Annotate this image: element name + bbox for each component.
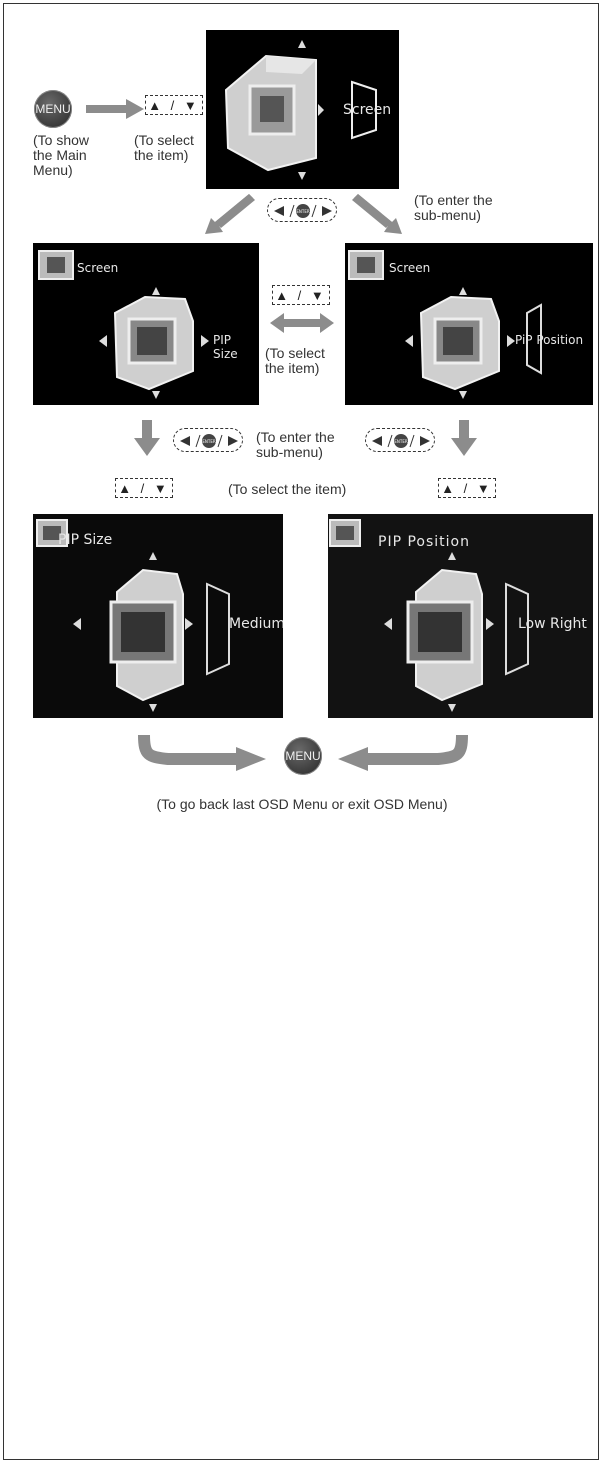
curved-arrow-right-icon [138,734,266,771]
arrow-down-icon [134,420,160,456]
nav-glyphs-icon: ENTER [180,434,238,448]
cube-icon [38,250,209,399]
caption-enter-submenu-middle: (To enter the sub-menu) [256,429,335,460]
arrow-right-icon [86,99,144,119]
svg-text:ENTER: ENTER [202,439,215,444]
menu-button-label: MENU [35,102,71,116]
osd-pip-position-menu-screen: Screen PiP Position [345,243,593,405]
up-down-glyph: ▲ / ▼ [118,480,170,496]
up-down-buttons[interactable]: ▲ / ▼ [115,478,173,498]
osd-title: Screen [77,261,119,275]
osd-pip-position-value-screen: PIP Position Low Right [328,514,593,718]
up-down-glyph: ▲ / ▼ [275,287,327,303]
caption-select-item-top: (To select the item) [134,132,194,163]
menu-button[interactable]: MENU [284,737,322,775]
arrow-down-icon [451,420,477,456]
osd-title: Screen [389,261,431,275]
nav-glyphs-icon: ENTER [274,204,332,218]
up-down-buttons[interactable]: ▲ / ▼ [438,478,496,498]
up-down-glyph: ▲ / ▼ [148,97,200,113]
nav-glyphs-icon: ENTER [372,434,430,448]
cube-icon [36,519,230,712]
cube-icon [329,519,529,712]
left-enter-right-buttons[interactable]: ENTER [365,428,435,452]
osd-value-label: Medium [229,616,283,632]
osd-item-label: PiP Position [515,333,584,347]
arrow-down-left-icon [205,194,255,234]
menu-button[interactable]: MENU [34,90,72,128]
caption-show-main-menu: (To show the Main Menu) [33,132,90,178]
caption-select-item-middle: (To select the item) [265,345,325,376]
up-down-buttons[interactable]: ▲ / ▼ [272,285,330,305]
svg-text:ENTER: ENTER [296,209,309,214]
osd-title: PIP Position [378,534,470,550]
osd-title: PIP Size [58,532,113,548]
up-down-buttons[interactable]: ▲ / ▼ [145,95,203,115]
cube-icon [348,250,542,399]
left-enter-right-buttons[interactable]: ENTER [173,428,243,452]
arrow-down-right-icon [352,194,402,234]
caption-enter-submenu-top: (To enter the sub-menu) [414,192,493,223]
osd-main-screen: Screen [206,30,399,189]
osd-pip-size-value-screen: PIP Size Medium [33,514,283,718]
caption-select-item-bottom: (To select the item) [228,481,347,497]
curved-arrow-left-icon [338,734,468,771]
osd-main-label: Screen [343,102,392,118]
cube-icon [224,40,377,180]
up-down-glyph: ▲ / ▼ [441,480,493,496]
page-frame [3,3,599,1460]
svg-text:ENTER: ENTER [394,439,407,444]
menu-button-label: MENU [285,749,321,763]
osd-item-label: PIP Size [213,333,238,361]
caption-go-back: (To go back last OSD Menu or exit OSD Me… [156,796,448,812]
osd-value-label: Low Right [518,616,587,632]
left-enter-right-buttons[interactable]: ENTER [267,198,337,222]
osd-pip-size-menu-screen: Screen PIP Size [33,243,259,405]
double-arrow-icon [270,313,334,333]
